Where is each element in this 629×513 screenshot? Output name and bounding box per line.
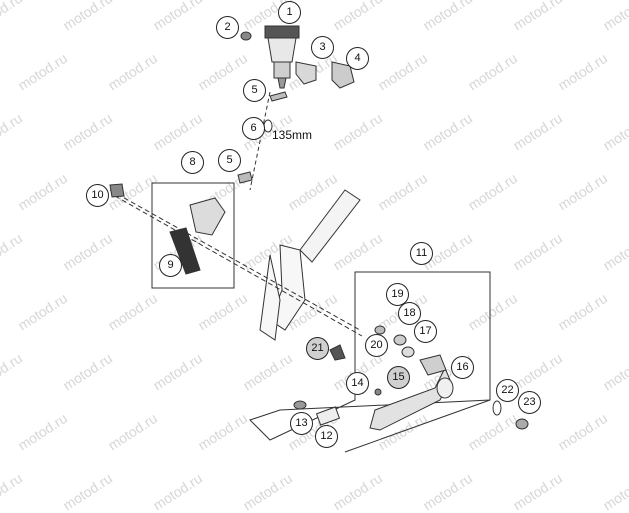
watermark-text: motod.ru [240,469,296,513]
callout-14[interactable]: 14 [346,372,369,395]
callout-20[interactable]: 20 [365,334,388,357]
callout-16[interactable]: 16 [451,356,474,379]
callout-5a[interactable]: 5 [243,79,266,102]
pin-head-part [293,400,307,410]
master-cylinder-part [189,197,226,236]
washer-part [492,400,502,416]
assembly-box-8 [151,182,235,289]
axle-line [109,189,361,331]
nut-part [515,418,529,430]
callout-11[interactable]: 11 [410,242,433,265]
callout-22[interactable]: 22 [496,379,519,402]
callout-23[interactable]: 23 [518,391,541,414]
cap-part [240,31,252,41]
axle-line-2 [114,195,363,337]
watermark-text: motod.ru [330,469,386,513]
oring-part [263,119,273,133]
clip-part-14 [374,388,382,396]
parts-drawing [109,25,529,453]
callout-1[interactable]: 1 [278,1,301,24]
callout-19[interactable]: 19 [386,283,409,306]
callout-8[interactable]: 8 [181,151,204,174]
brake-pedal-part [369,366,451,431]
callout-3[interactable]: 3 [311,36,334,59]
callout-15[interactable]: 15 [387,366,410,389]
bushing-part [436,377,454,399]
clip-part [237,171,253,184]
frame-tube-inner [259,254,281,341]
spacer-part-2 [393,334,407,346]
spacer-part [374,325,386,335]
callout-5b[interactable]: 5 [218,149,241,172]
watermark-text: motod.ru [510,469,566,513]
callout-12[interactable]: 12 [315,425,338,448]
callout-17[interactable]: 17 [414,320,437,343]
reservoir-part [264,25,300,89]
pin-part [315,406,341,426]
return-spring-part [329,344,346,361]
bracket-part [295,61,317,85]
watermark-text: motod.ru [0,469,26,513]
callout-21[interactable]: 21 [306,337,329,360]
watermark-text: motod.ru [420,469,476,513]
spacer-part-3 [401,346,415,358]
watermark-text: motod.ru [600,469,629,513]
callout-18[interactable]: 18 [398,302,421,325]
callout-9[interactable]: 9 [159,254,182,277]
watermark-text: motod.ru [60,469,116,513]
pedal-arm [419,354,447,376]
clamp-part [331,61,355,89]
bolt-part [109,183,125,198]
frame-tube [299,189,361,263]
callout-10[interactable]: 10 [86,184,109,207]
callout-6[interactable]: 6 [242,117,265,140]
callout-13[interactable]: 13 [290,412,313,435]
dimension-label: 135mm [272,128,313,142]
callout-4[interactable]: 4 [346,47,369,70]
watermark-text: motod.ru [150,469,206,513]
hose-line [249,91,271,191]
screw-part [269,91,288,102]
callout-2[interactable]: 2 [216,16,239,39]
